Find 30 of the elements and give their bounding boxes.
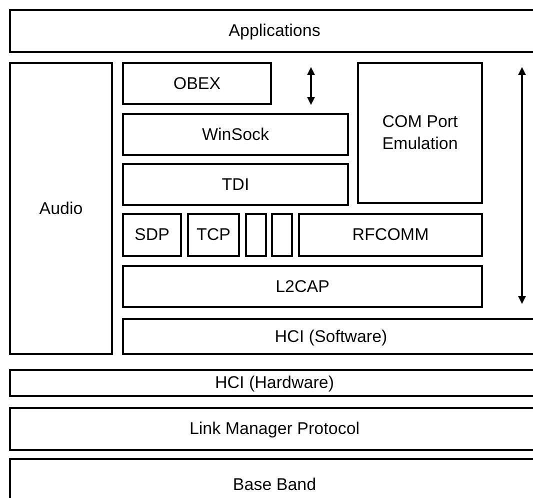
empty-box — [245, 213, 267, 257]
layer-box — [9, 9, 533, 53]
layer-label: Base Band — [232, 474, 316, 496]
layer-box — [9, 407, 533, 451]
layer-box — [122, 318, 533, 355]
layer-box — [357, 62, 483, 204]
layer-box — [122, 113, 349, 156]
layer-box — [122, 163, 349, 206]
layer-box — [122, 213, 182, 257]
empty-box — [271, 213, 293, 257]
layer-label: RFCOMM — [352, 224, 429, 246]
layer-label: OBEX — [173, 72, 221, 94]
layer-box — [187, 213, 240, 257]
layer-box — [9, 369, 533, 397]
layer-label: WinSock — [202, 124, 270, 146]
layer-label: Audio — [39, 198, 83, 220]
layer-box — [122, 265, 483, 308]
layer-label: HCI (Software) — [274, 326, 388, 348]
layer-label: SDP — [134, 224, 170, 246]
layer-box — [9, 458, 533, 498]
layer-box — [9, 62, 113, 355]
layer-label: TCP — [196, 224, 230, 246]
layer-label: L2CAP — [276, 276, 330, 298]
layer-label: TDI — [222, 174, 250, 196]
layer-box — [122, 62, 272, 105]
layer-label: Link Manager Protocol — [189, 418, 360, 440]
layer-label: HCI (Hardware) — [214, 372, 334, 394]
layer-label: Applications — [228, 20, 320, 42]
layer-box — [298, 213, 483, 257]
layer-label: COM Port Emulation — [382, 111, 458, 155]
